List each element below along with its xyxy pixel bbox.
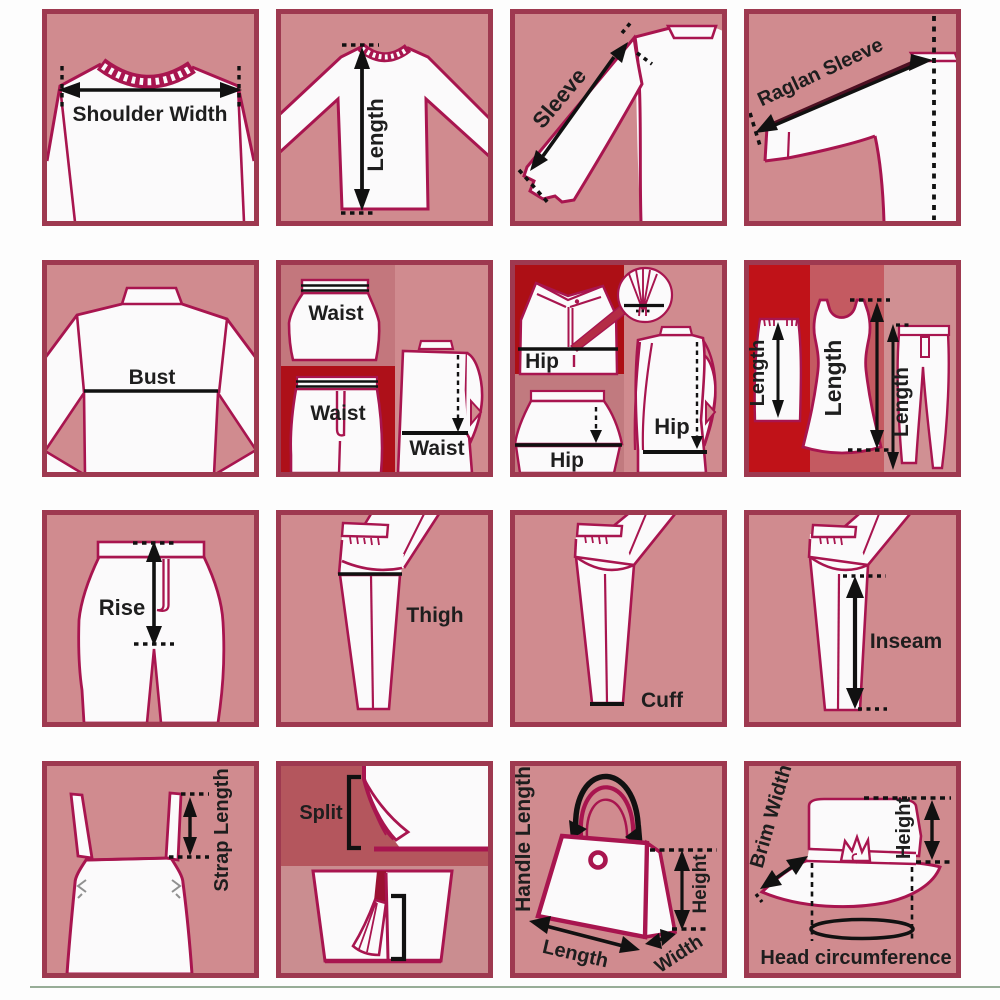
svg-text:Bust: Bust xyxy=(129,366,176,389)
svg-text:Strap Length: Strap Length xyxy=(211,768,233,891)
svg-text:Hip: Hip xyxy=(654,414,689,439)
svg-text:Height: Height xyxy=(690,854,711,914)
svg-text:Handle Length: Handle Length xyxy=(512,766,535,912)
svg-text:Length: Length xyxy=(890,367,913,437)
svg-text:Shoulder Width: Shoulder Width xyxy=(73,103,228,126)
svg-text:Length: Length xyxy=(820,340,846,417)
svg-text:Cuff: Cuff xyxy=(641,689,684,712)
svg-text:Thigh: Thigh xyxy=(406,604,463,627)
svg-text:Head circumference: Head circumference xyxy=(760,947,951,969)
svg-text:Hip: Hip xyxy=(550,449,584,472)
svg-text:Length: Length xyxy=(363,98,388,171)
svg-text:Waist: Waist xyxy=(308,302,363,325)
svg-text:Split: Split xyxy=(299,802,343,824)
svg-text:Hip: Hip xyxy=(525,350,559,373)
svg-text:Inseam: Inseam xyxy=(870,630,942,653)
svg-text:Length: Length xyxy=(747,340,769,407)
svg-text:Height: Height xyxy=(893,797,915,860)
svg-text:Waist: Waist xyxy=(409,437,464,460)
svg-text:Rise: Rise xyxy=(99,595,145,620)
svg-text:Waist: Waist xyxy=(310,402,365,425)
